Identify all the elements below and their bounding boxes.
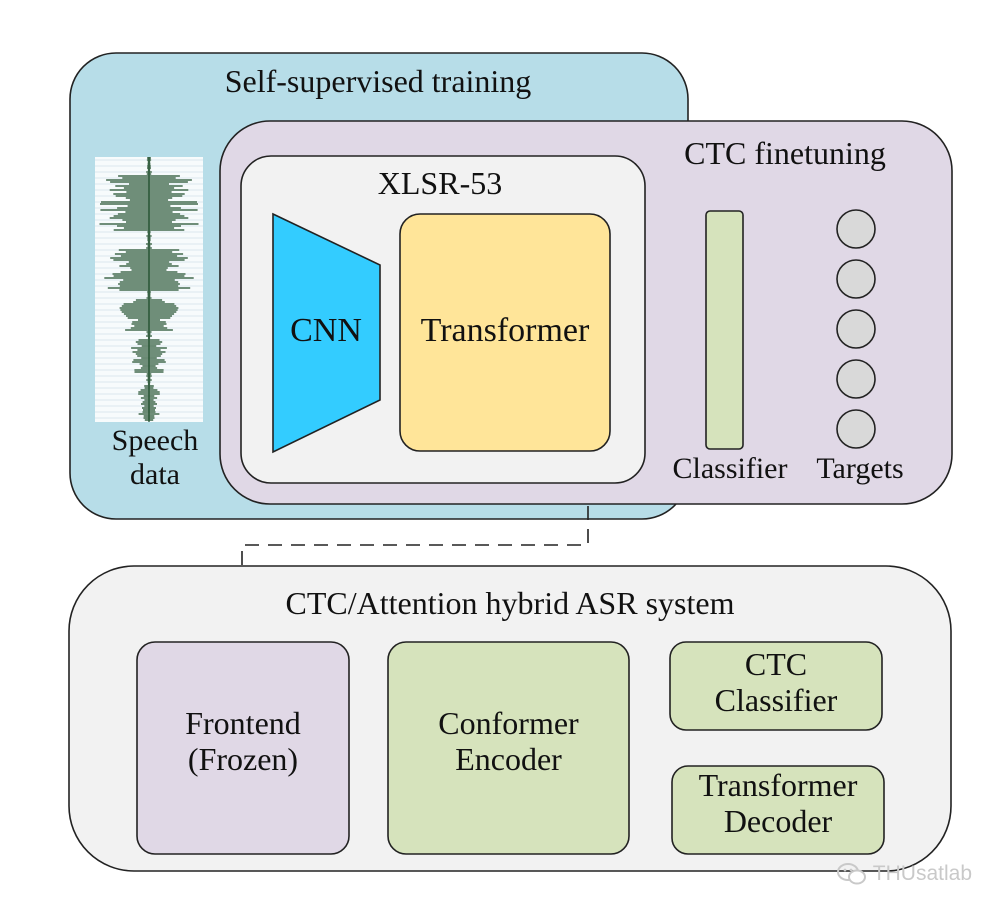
frontend-line2: (Frozen) bbox=[187, 740, 299, 777]
target-circle bbox=[836, 359, 876, 399]
conformer-encoder-block bbox=[387, 641, 630, 855]
classifier-bar bbox=[705, 210, 744, 450]
speech-waveform bbox=[95, 157, 203, 422]
speech-data-label: Speech data bbox=[100, 424, 210, 491]
watermark: THUsatlab bbox=[836, 862, 972, 886]
conformer-line1: Conformer bbox=[438, 705, 579, 741]
frontend-label: Frontend (Frozen) bbox=[137, 705, 349, 778]
ctc-classifier-block bbox=[669, 641, 883, 731]
xlsr-53-title: XLSR-53 bbox=[377, 165, 503, 201]
asr-system-title: CTC/Attention hybrid ASR system bbox=[285, 585, 735, 621]
ctc-classifier-line1: CTC bbox=[744, 646, 808, 682]
target-circle bbox=[836, 309, 876, 349]
target-circle bbox=[836, 259, 876, 299]
frontend-line1: Frontend bbox=[185, 705, 301, 741]
ctc-classifier-line2: Classifier bbox=[714, 681, 838, 718]
conformer-line2: Encoder bbox=[455, 740, 562, 777]
frontend-block bbox=[136, 641, 350, 855]
targets-group bbox=[836, 209, 876, 449]
watermark-text: THUsatlab bbox=[872, 862, 972, 885]
classifier-label: Classifier bbox=[672, 452, 788, 485]
transformer-label: Transformer bbox=[420, 312, 590, 349]
target-circle bbox=[836, 409, 876, 449]
transformer-decoder-line2: Decoder bbox=[723, 802, 833, 839]
targets-label: Targets bbox=[816, 452, 904, 485]
wechat-icon bbox=[836, 863, 866, 885]
cnn-label: CNN bbox=[290, 312, 362, 349]
transformer-decoder-block bbox=[671, 765, 885, 855]
cnn-block bbox=[272, 212, 381, 454]
ctc-finetuning-title: CTC finetuning bbox=[684, 135, 886, 171]
transformer-block bbox=[399, 213, 611, 452]
transformer-decoder-label: Transformer Decoder bbox=[672, 767, 884, 840]
ssl-title: Self-supervised training bbox=[224, 63, 532, 99]
speech-label-line2: data bbox=[130, 457, 180, 491]
conformer-label: Conformer Encoder bbox=[388, 705, 629, 778]
target-circle bbox=[836, 209, 876, 249]
transformer-decoder-line1: Transformer bbox=[698, 767, 858, 803]
speech-label-line1: Speech bbox=[111, 424, 199, 457]
ctc-classifier-label: CTC Classifier bbox=[670, 646, 882, 719]
